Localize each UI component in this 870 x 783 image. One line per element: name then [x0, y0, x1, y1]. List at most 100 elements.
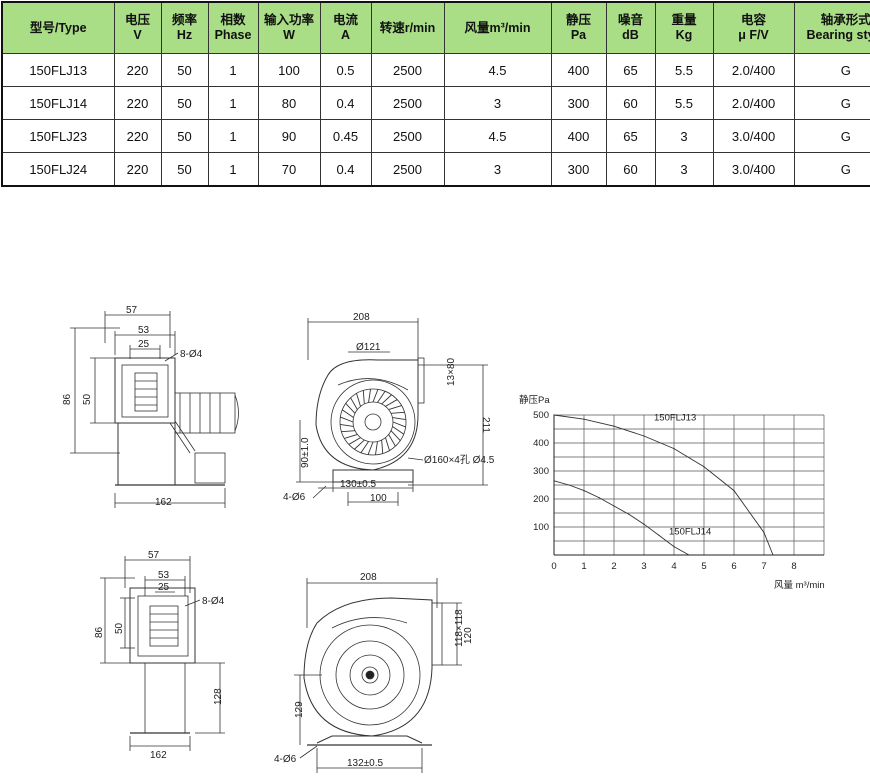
table-cell: 50: [160, 119, 209, 153]
fan-blade: [385, 437, 390, 451]
column-header-line2: μ F/V: [738, 28, 769, 42]
series-line-150FLJ14: [553, 480, 690, 556]
table-cell: 2.0/400: [712, 86, 795, 120]
series-point: [583, 418, 585, 420]
fan-blade: [360, 441, 369, 453]
fan-blade: [388, 434, 396, 447]
column-header-line2: Kg: [675, 28, 693, 42]
dim-50: 50: [114, 622, 125, 634]
fan-blade: [367, 441, 374, 455]
table-cell: 4.5: [443, 119, 552, 153]
column-header-line1: 风量m³/min: [464, 20, 531, 35]
column-header-line2: Pa: [570, 28, 587, 42]
series-point: [733, 490, 735, 492]
fan-blade: [375, 441, 378, 455]
dim-feet: 4-Ø6: [274, 754, 297, 765]
dim-holes: 8-Ø4: [202, 596, 225, 607]
column-header-line2: Hz: [176, 28, 193, 42]
fan-blade: [354, 439, 365, 450]
table-cell: 0.4: [319, 152, 372, 187]
table-cell: 300: [550, 86, 607, 120]
table-cell: 0.4: [319, 86, 372, 120]
fan-blade: [372, 389, 379, 403]
dim-53: 53: [138, 325, 150, 336]
dim-flange: 118×118: [454, 609, 465, 647]
column-header-line1: 噪音: [617, 13, 643, 27]
table-cell: 1: [207, 86, 259, 120]
series-point: [643, 435, 645, 437]
series-point: [688, 554, 690, 556]
series-point: [643, 523, 645, 525]
dim-25: 25: [138, 339, 150, 350]
y-tick-label: 100: [533, 522, 549, 533]
table-cell: 3: [443, 86, 552, 120]
fan-blade: [390, 430, 401, 441]
y-tick-label: 400: [533, 438, 549, 449]
table-cell: 3: [654, 119, 714, 153]
series-point: [583, 490, 585, 492]
table-cell: 150FLJ14: [1, 86, 115, 120]
table-cell: 70: [257, 152, 321, 187]
column-header-line1: 转速r/min: [379, 20, 436, 35]
column-header-line1: 重量: [671, 13, 697, 27]
table-cell: G: [793, 119, 870, 153]
dim-holes: 8-Ø4: [180, 349, 203, 360]
dim-90: 90±1.0: [300, 437, 311, 468]
fan-blade: [385, 399, 398, 407]
table-cell: 65: [605, 119, 656, 153]
table-cell: 3: [443, 152, 552, 187]
dim-208: 208: [353, 312, 370, 323]
dim-86: 86: [94, 626, 105, 638]
fan-blade: [340, 424, 354, 427]
column-header-line2: Bearing style: [806, 28, 870, 42]
dim-120: 120: [463, 627, 474, 644]
dim-128: 128: [213, 688, 224, 705]
dim-162: 162: [155, 497, 172, 508]
table-cell: 2500: [370, 119, 445, 153]
column-header-line1: 电容: [740, 13, 766, 27]
dim-25: 25: [158, 582, 170, 593]
x-tick-label: 3: [641, 561, 646, 572]
front-view-drawing-top: 208 Ø121 13×80 211 Ø160×4孔 Ø4.5 90±1.0 1…: [283, 312, 495, 506]
series-point: [598, 497, 600, 499]
dim-53: 53: [158, 570, 170, 581]
table-cell: 50: [160, 86, 209, 120]
column-header-line1: 电流: [332, 13, 358, 27]
table-cell: 60: [605, 152, 656, 187]
column-header-line1: 相数: [220, 13, 246, 27]
x-tick-label: 4: [671, 561, 676, 572]
table-cell: 220: [113, 152, 162, 187]
table-cell: 2500: [370, 152, 445, 187]
x-axis-label: 风量 m³/min: [774, 580, 825, 591]
fan-blade: [368, 389, 371, 403]
dim-50: 50: [82, 393, 93, 405]
table-cell: 90: [257, 119, 321, 153]
table-cell: 2500: [370, 86, 445, 120]
front-view-drawing-bottom: 208 118×118 120 129 4-Ø6 132±0.5: [274, 572, 474, 773]
x-tick-label: 0: [551, 561, 556, 572]
column-header-line2: V: [133, 28, 142, 42]
table-cell: 150FLJ24: [1, 152, 115, 187]
dim-211: 211: [480, 417, 491, 433]
table-cell: 150FLJ13: [1, 53, 115, 87]
fan-blade: [350, 397, 358, 410]
series-label: 150FLJ14: [669, 526, 711, 537]
table-cell: 150FLJ23: [1, 119, 115, 153]
chart-series: [553, 414, 774, 556]
column-header-7: 风量m³/min: [443, 1, 552, 54]
table-cell: 220: [113, 53, 162, 87]
y-tick-label: 500: [533, 410, 549, 421]
dim-flange: 13×80: [446, 357, 457, 386]
x-tick-label: 1: [581, 561, 586, 572]
table-cell: 0.5: [319, 53, 372, 87]
table-cell: 1: [207, 152, 259, 187]
column-header-line2: Phase: [214, 28, 252, 42]
